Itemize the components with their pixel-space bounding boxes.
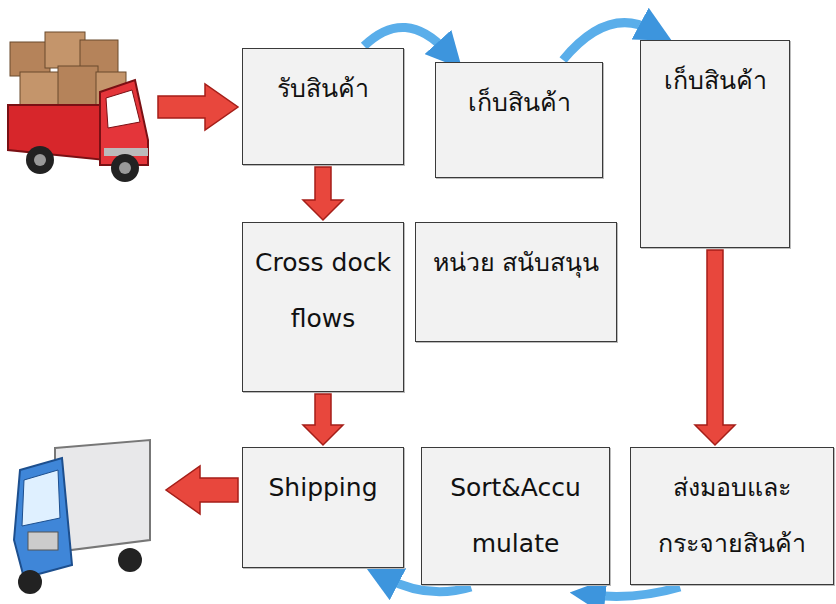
node-label: เก็บสินค้า <box>468 75 571 131</box>
cross-dock-arrow <box>303 394 343 445</box>
cross-dock-arrow <box>303 167 343 220</box>
cross-dock-box: Cross dock flows <box>242 222 404 392</box>
shipping-box: Shipping <box>242 447 404 568</box>
node-label: Cross dock flows <box>251 235 395 347</box>
sort-accumulate-box: Sort&Accu mulate <box>421 447 610 585</box>
outbound-arrow <box>166 466 238 514</box>
storage-box: เก็บสินค้า <box>435 62 603 178</box>
receiving-box: รับสินค้า <box>242 48 404 165</box>
node-label: Shipping <box>268 460 377 516</box>
flow-arrow <box>563 23 652 60</box>
node-label: เก็บสินค้า <box>664 53 767 109</box>
flow-arrow <box>592 587 680 596</box>
distribution-box: ส่งมอบและ กระจายสินค้า <box>630 447 834 585</box>
delivery-truck-blue <box>14 440 150 594</box>
node-label: รับสินค้า <box>277 61 369 117</box>
cross-dock-arrow <box>695 250 735 445</box>
inbound-arrow <box>158 84 238 130</box>
node-label: หน่วย สนับสนุน <box>433 235 600 291</box>
support-unit-box: หน่วย สนับสนุน <box>415 222 617 342</box>
node-label: ส่งมอบและ กระจายสินค้า <box>639 460 825 572</box>
delivery-truck-red <box>8 32 148 182</box>
storage-box: เก็บสินค้า <box>640 40 790 248</box>
node-label: Sort&Accu mulate <box>430 460 601 572</box>
